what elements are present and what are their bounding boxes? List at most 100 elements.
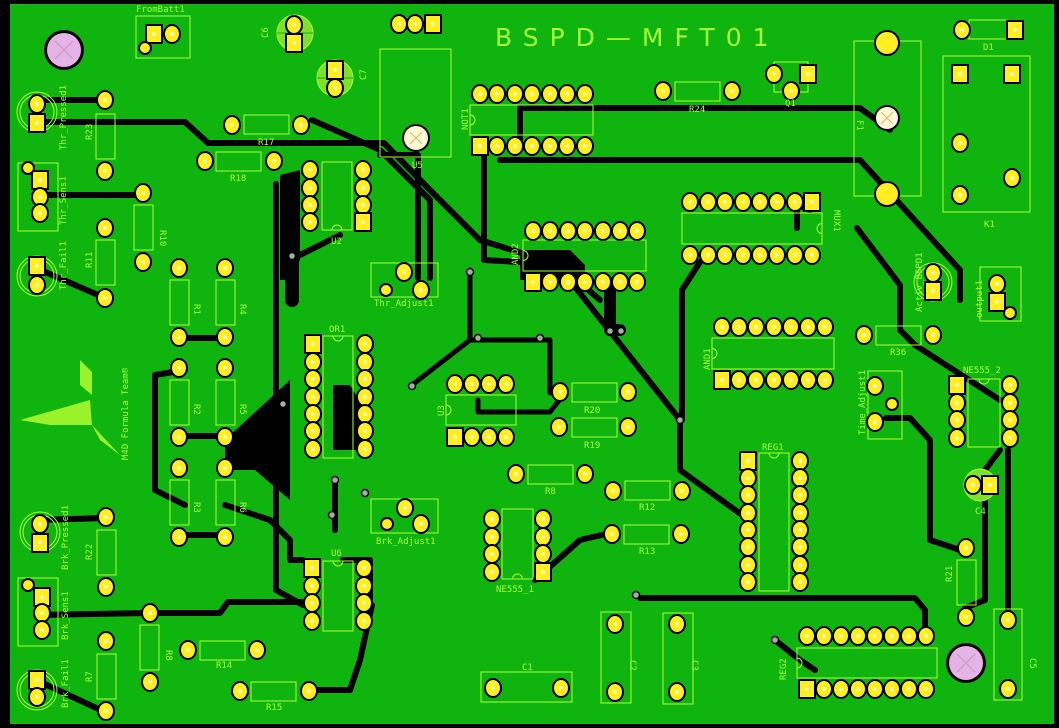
pads (999, 610, 1017, 699)
component-reg2[interactable]: REG2 (779, 626, 938, 699)
component-label: output1 (975, 280, 985, 318)
component-label: NE555_2 (963, 366, 1001, 376)
component-r12[interactable]: R12 (604, 480, 691, 513)
component-r10[interactable]: R10 (133, 183, 167, 272)
trace (377, 152, 421, 281)
component-r7[interactable]: R7 (85, 631, 117, 721)
component-label: R22 (85, 544, 95, 560)
component-r6[interactable]: R6 (215, 458, 247, 547)
component-mux1[interactable]: MUX1 (681, 192, 841, 265)
component-not1[interactable]: NOT1 (461, 84, 594, 156)
pads (31, 514, 49, 553)
pads (551, 382, 637, 402)
pads (957, 538, 975, 627)
component-q1[interactable]: Q1 (765, 61, 817, 109)
component-label: R12 (639, 503, 655, 513)
component-r36[interactable]: R36 (855, 325, 942, 358)
component-r8[interactable]: R8 (507, 464, 594, 497)
pads (138, 24, 181, 55)
component-brk-adjust1[interactable]: Brk_Adjust1 (370, 498, 439, 547)
component-r5[interactable]: R5 (215, 358, 247, 447)
component-thr-pressed1[interactable]: Thr_Pressed1 (16, 85, 69, 150)
pads (604, 481, 691, 501)
component-r23[interactable]: R23 (85, 90, 116, 181)
pads (231, 681, 318, 701)
component-or1[interactable]: OR1 (304, 325, 374, 459)
component-r1[interactable]: R1 (169, 258, 201, 347)
component-label: R4 (237, 304, 247, 315)
component-label: Activ_BSPD1 (915, 252, 925, 312)
trace (962, 447, 1003, 611)
component-and2[interactable]: AND2 (511, 221, 647, 292)
component-c2[interactable]: C2 (600, 611, 637, 704)
team-logo-icon (20, 360, 120, 455)
component-r11[interactable]: R11 (85, 218, 116, 308)
via (770, 635, 780, 645)
component-d1[interactable]: D1 (953, 19, 1024, 53)
component-r21[interactable]: R21 (945, 538, 977, 627)
component-u6[interactable]: U6 (303, 549, 373, 632)
component-label: REG1 (762, 443, 784, 453)
component-label: R19 (584, 441, 600, 451)
component-r2[interactable]: R2 (169, 358, 201, 447)
component-label: Q1 (785, 99, 796, 109)
component-label: R3 (191, 502, 201, 513)
component-c5[interactable]: C5 (993, 608, 1037, 701)
component-label: R20 (584, 406, 600, 416)
component-brk-sens1[interactable]: Brk_Sens1 (17, 577, 71, 647)
component-r13[interactable]: R13 (603, 524, 690, 557)
component-c7[interactable]: C7 (316, 59, 369, 98)
component-thr-sens1[interactable]: Thr_Sens1 (17, 161, 69, 232)
component-c1[interactable]: C1 (480, 663, 573, 703)
component-r15[interactable]: R15 (231, 681, 318, 713)
pads (964, 475, 999, 495)
component-thr-adjust1[interactable]: Thr_Adjust1 (370, 262, 439, 309)
component-label: Thr_Sens1 (59, 176, 69, 225)
component-r20[interactable]: R20 (551, 382, 637, 416)
trace (772, 637, 818, 673)
component-frombatt1[interactable]: FromBatt1 (135, 5, 191, 59)
component-thr-fail1[interactable]: Thr_Fail1 (16, 241, 69, 297)
component-activ-bspd1[interactable]: Activ_BSPD1 (913, 252, 953, 312)
component-c6[interactable]: C6 (261, 14, 314, 53)
component-f1[interactable]: F1 (853, 30, 922, 207)
component-u2[interactable]: U2 (301, 160, 372, 247)
component-time-adjust1[interactable]: Time_Adjust1 (858, 370, 903, 440)
component-output1[interactable]: output1 (975, 266, 1022, 322)
component-brk-pressed1[interactable]: Brk_Pressed1 (19, 505, 71, 570)
component-c3[interactable]: C3 (662, 612, 699, 705)
component-u5[interactable]: U5 (379, 14, 452, 171)
component-u3[interactable]: U3 (437, 374, 517, 447)
component-brk-fail1[interactable]: Brk_Fail1 (16, 659, 71, 711)
component-r8[interactable]: R8 (139, 603, 173, 692)
component-r18[interactable]: R18 (196, 151, 283, 184)
pads (951, 64, 1021, 205)
pads (97, 631, 115, 721)
component-reg1[interactable]: REG1 (739, 443, 809, 592)
component-label: U3 (437, 405, 447, 416)
mount-holes (44, 30, 986, 683)
component-label: U5 (412, 161, 423, 171)
component-r17[interactable]: R17 (223, 114, 310, 148)
component-r22[interactable]: R22 (85, 507, 117, 597)
pads (380, 498, 430, 534)
component-label: R17 (258, 138, 274, 148)
component-r3[interactable]: R3 (169, 458, 201, 547)
component-ne555-2[interactable]: NE555_2 (948, 366, 1019, 448)
component-r14[interactable]: R14 (179, 640, 266, 671)
component-c4[interactable]: C4 (963, 468, 999, 517)
component-ne555-1[interactable]: NE555_1 (483, 508, 552, 595)
trace (679, 259, 703, 423)
component-r4[interactable]: R4 (215, 258, 247, 347)
component-label: U2 (331, 237, 342, 247)
component-and1[interactable]: AND1 (703, 317, 835, 390)
via (287, 251, 297, 261)
component-r19[interactable]: R19 (550, 417, 637, 451)
pads (798, 626, 935, 699)
component-r24[interactable]: R24 (654, 81, 741, 115)
component-k1[interactable]: K1 (942, 55, 1031, 230)
trace (854, 225, 1003, 403)
pads (483, 509, 552, 582)
via (535, 333, 545, 343)
